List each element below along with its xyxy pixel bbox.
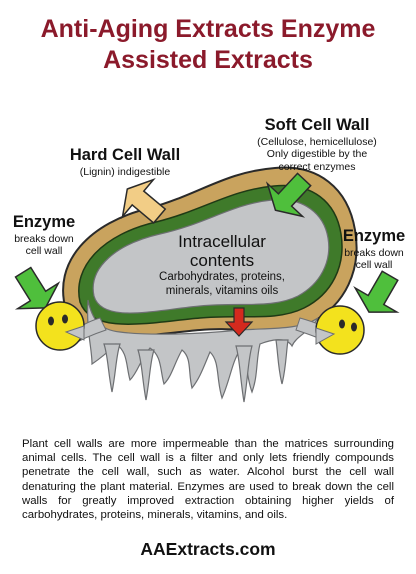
red-arrow-icon xyxy=(224,307,254,337)
soft-wall-heading: Soft Cell Wall xyxy=(264,116,370,134)
enzyme-left-heading: Enzyme xyxy=(12,213,76,231)
soft-wall-sub-2: Only digestible by the xyxy=(266,148,368,161)
hard-wall-label: Hard Cell Wall (Lignin) indigestible xyxy=(48,146,202,178)
intracellular-sub-2: minerals, vitamins oils xyxy=(165,285,279,297)
hard-wall-sub: (Lignin) indigestible xyxy=(79,165,171,178)
enzyme-right-sub-2: cell wall xyxy=(355,259,393,272)
green-arrow-icon xyxy=(14,266,61,310)
soft-wall-label: Soft Cell Wall (Cellulose, hemicellulose… xyxy=(238,116,396,174)
description-paragraph: Plant cell walls are more impermeable th… xyxy=(22,438,394,522)
enzyme-left-sub-2: cell wall xyxy=(25,245,63,258)
intracellular-heading-1: Intracellular xyxy=(178,232,266,251)
enzyme-left-label: Enzyme breaks down cell wall xyxy=(2,213,86,258)
enzyme-left-sub-1: breaks down xyxy=(14,232,74,245)
green-arrow-icon xyxy=(265,172,312,218)
enzyme-right-sub-1: breaks down xyxy=(344,246,404,259)
website-link[interactable]: AAExtracts.com xyxy=(140,539,276,559)
hard-wall-heading: Hard Cell Wall xyxy=(69,146,181,164)
intracellular-contents xyxy=(92,199,330,314)
enzyme-right-label: Enzyme breaks down cell wall xyxy=(332,227,416,272)
intracellular-sub-1: Carbohydrates, proteins, xyxy=(159,271,285,283)
title-line-1: Anti-Aging Extracts Enzyme xyxy=(40,15,376,43)
green-arrow-icon xyxy=(353,270,400,313)
soft-wall-sub-1: (Cellulose, hemicellulose) xyxy=(257,135,377,148)
page-title: Anti-Aging Extracts Enzyme Assisted Extr… xyxy=(0,14,416,76)
title-line-2: Assisted Extracts xyxy=(103,46,313,74)
soft-wall-sub-3: correct enzymes xyxy=(278,160,356,173)
intracellular-heading-2: contents xyxy=(189,251,255,270)
enzyme-smiley-icon xyxy=(35,301,85,351)
enzyme-smiley-icon xyxy=(315,305,365,355)
intracellular-label: Intracellular contents Carbohydrates, pr… xyxy=(140,232,304,298)
spilled-contents xyxy=(87,299,319,403)
enzyme-right-heading: Enzyme xyxy=(342,227,406,245)
yellow-arrow-icon xyxy=(121,177,167,224)
